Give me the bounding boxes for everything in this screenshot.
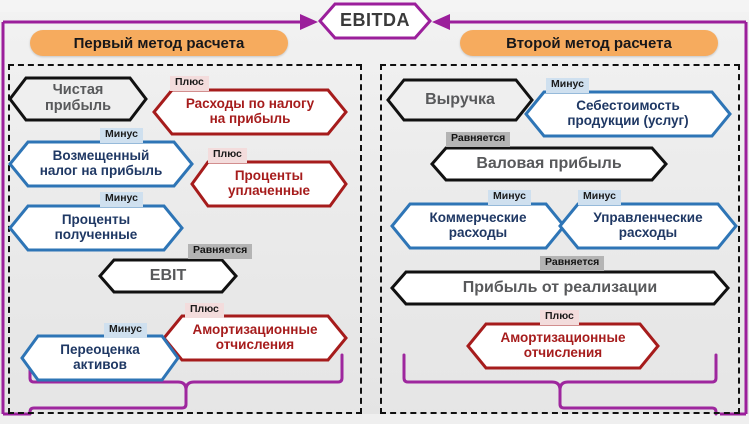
hexagon-shape [8, 204, 184, 252]
node-ebit: EBIT [98, 258, 238, 294]
operator-minus: Минус [104, 323, 147, 338]
operator-equals: Равняется [188, 244, 253, 259]
operator-plus: Плюс [170, 76, 209, 91]
right-method-label: Второй метод расчета [506, 34, 672, 52]
node-label: EBIT [149, 267, 187, 285]
operator-minus: Минус [100, 192, 143, 207]
hexagon-shape [8, 140, 194, 188]
left-method-label: Первый метод расчета [73, 34, 245, 52]
node-revenue: Выручка [386, 78, 534, 122]
ebitda-node: EBITDA [318, 2, 432, 40]
node-label: Прибыль от реализации [462, 279, 658, 297]
hexagon-shape [98, 258, 238, 294]
hexagon-shape [390, 270, 730, 306]
arrow-right-to-ebitda [432, 14, 450, 30]
left-method-header: Первый метод расчета [30, 30, 288, 56]
hexagon-shape [390, 202, 566, 250]
right-method-header: Второй метод расчета [460, 30, 718, 56]
hexagon-shape [386, 78, 534, 122]
operator-minus: Минус [100, 128, 143, 143]
ebitda-label: EBITDA [340, 10, 410, 31]
node-operating-profit: Прибыль от реализации [390, 270, 730, 306]
operator-plus: Плюс [540, 310, 579, 325]
operator-plus: Плюс [185, 303, 224, 318]
node-label: Выручка [425, 91, 495, 109]
operator-minus: Минус [546, 78, 589, 93]
operator-equals: Равняется [540, 256, 605, 271]
hexagon-shape [190, 160, 348, 208]
operator-minus: Минус [488, 190, 531, 205]
operator-minus: Минус [578, 190, 621, 205]
operator-equals: Равняется [446, 132, 511, 147]
arrow-left-to-ebitda [300, 14, 318, 30]
node-label: Валовая прибыль [476, 155, 622, 173]
hexagon-shape [430, 146, 668, 182]
hexagon-shape [558, 202, 738, 250]
hexagon-shape [152, 88, 348, 136]
operator-plus: Плюс [208, 148, 247, 163]
hexagon-shape [8, 76, 148, 122]
hexagon-shape [524, 90, 732, 138]
bottom-band [0, 414, 749, 424]
hexagon-shape [318, 2, 432, 40]
node-gross-profit: Валовая прибыль [430, 146, 668, 182]
